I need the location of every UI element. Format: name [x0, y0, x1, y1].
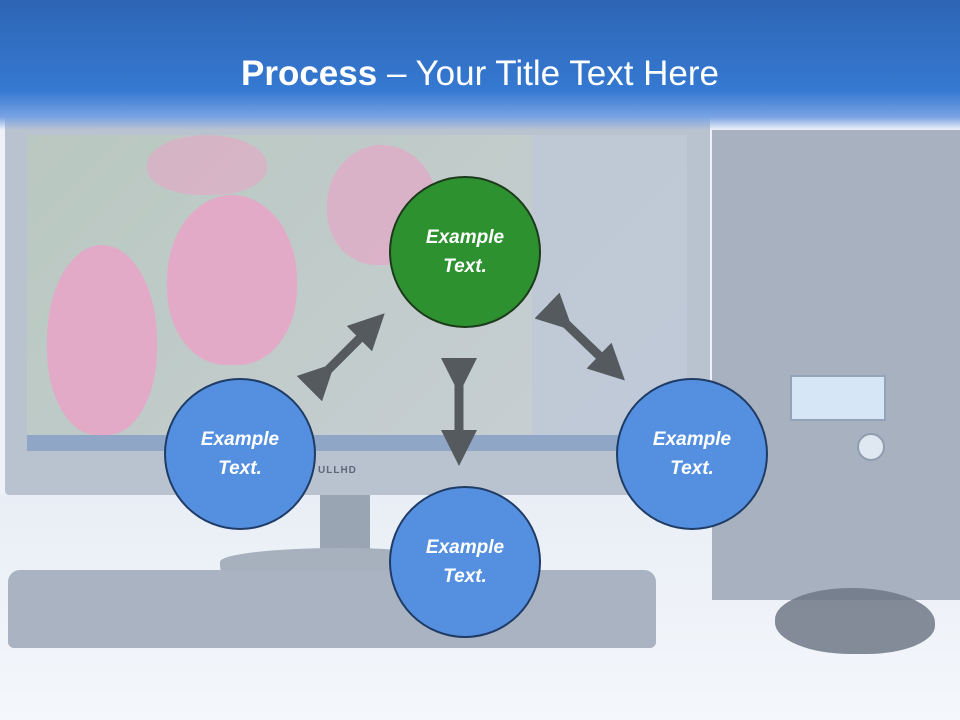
- node-right-line2: Text.: [670, 458, 714, 479]
- node-top-line1: Example: [425, 227, 505, 248]
- node-bottom-line2: Text.: [443, 566, 487, 587]
- node-bottom-line1: Example: [425, 537, 505, 558]
- tulip-image: [47, 245, 157, 435]
- process-node-top: Example Text.: [389, 176, 541, 328]
- tulip-image: [167, 195, 297, 365]
- arrow-top-left: [296, 313, 385, 402]
- node-left-line2: Text.: [218, 458, 262, 479]
- title-rest: – Your Title Text Here: [377, 54, 719, 93]
- tower-display: [790, 375, 886, 421]
- process-node-bottom: Example Text.: [389, 486, 541, 638]
- node-left-line1: Example: [200, 429, 280, 450]
- computer-tower: [712, 130, 960, 600]
- title-bar: Process – Your Title Text Here: [0, 0, 960, 130]
- process-node-left: Example Text.: [164, 378, 316, 530]
- computer-mouse: [775, 588, 935, 654]
- tulip-image: [147, 135, 267, 195]
- node-top-line2: Text.: [443, 256, 487, 277]
- title-bold: Process: [241, 54, 378, 93]
- page-title: Process – Your Title Text Here: [0, 52, 960, 96]
- node-right-line1: Example: [652, 429, 732, 450]
- power-button-icon: [857, 433, 885, 461]
- arrow-top-right: [534, 292, 625, 381]
- keyboard: [8, 570, 656, 648]
- process-node-right: Example Text.: [616, 378, 768, 530]
- monitor-brand: ULLHD: [318, 465, 357, 476]
